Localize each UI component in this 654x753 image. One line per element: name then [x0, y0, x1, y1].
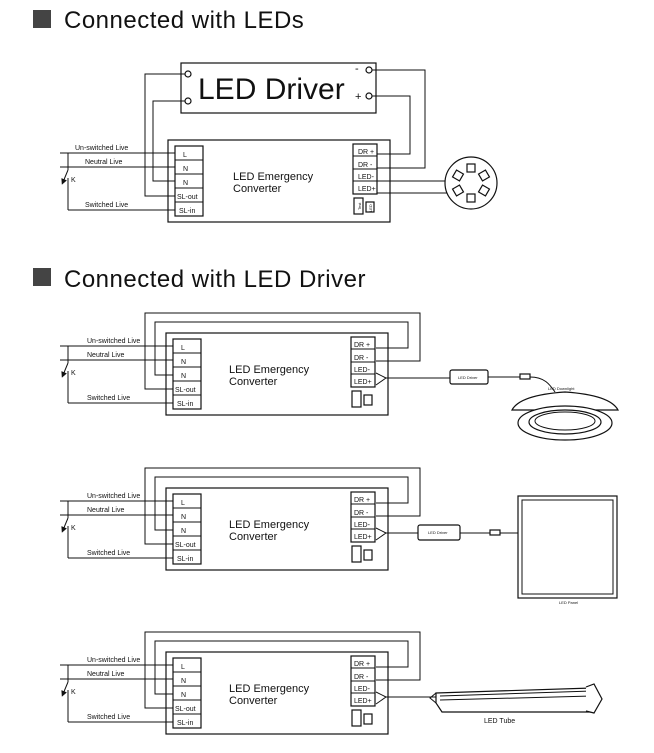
svg-text:LED-: LED- [354, 367, 371, 374]
svg-text:DR +: DR + [354, 661, 370, 668]
led-ring [444, 156, 498, 210]
svg-text:Switched Live: Switched Live [87, 395, 130, 402]
svg-text:L: L [181, 664, 185, 671]
section-title-leds: Connected with LEDs [64, 7, 304, 34]
led-mark: LED [368, 204, 373, 212]
svg-text:K: K [71, 370, 76, 377]
terminal-sl-in: SL-in [179, 208, 195, 215]
svg-text:Switched Live: Switched Live [87, 550, 130, 557]
svg-text:N: N [181, 692, 186, 699]
svg-text:LED Emergency: LED Emergency [229, 364, 310, 376]
led-driver-box [180, 62, 377, 114]
svg-text:LED Driver: LED Driver [428, 530, 448, 535]
section-square [33, 268, 51, 286]
svg-text:LED-: LED- [354, 522, 371, 529]
terminal-sl-out: SL-out [177, 194, 198, 201]
svg-text:SL-out: SL-out [175, 706, 196, 713]
terminal-n: N [183, 166, 188, 173]
svg-text:SL-out: SL-out [175, 387, 196, 394]
svg-text:SL-out: SL-out [175, 542, 196, 549]
svg-text:SL-in: SL-in [177, 556, 193, 563]
downlight-label: LED Downlight [548, 386, 575, 391]
svg-text:LED-: LED- [354, 686, 371, 693]
svg-text:Converter: Converter [229, 376, 278, 388]
svg-text:Switched Live: Switched Live [87, 714, 130, 721]
unswitched-live-label: Un-switched Live [75, 145, 128, 152]
test-mark: Test [357, 202, 362, 210]
svg-text:LED Emergency: LED Emergency [229, 683, 310, 695]
svg-text:DR -: DR - [354, 510, 369, 517]
svg-text:L: L [181, 345, 185, 352]
downlight [510, 391, 620, 441]
svg-text:LED+: LED+ [354, 379, 372, 386]
svg-text:Converter: Converter [229, 695, 278, 707]
svg-text:DR +: DR + [354, 342, 370, 349]
led-tube [429, 683, 603, 714]
driver-plus: + [355, 91, 361, 103]
svg-text:Un-switched Live: Un-switched Live [87, 493, 140, 500]
svg-text:K: K [71, 525, 76, 532]
switched-live-label: Switched Live [85, 202, 128, 209]
svg-text:Converter: Converter [229, 531, 278, 543]
svg-text:LED+: LED+ [354, 534, 372, 541]
svg-text:DR -: DR - [354, 674, 369, 681]
svg-text:N: N [181, 373, 186, 380]
converter-name: LED Emergency [233, 171, 314, 183]
svg-text:LED+: LED+ [354, 698, 372, 705]
converter-name-2: Converter [233, 183, 282, 195]
svg-text:L: L [181, 500, 185, 507]
terminal-l: L [183, 152, 187, 159]
svg-text:Neutral Live: Neutral Live [87, 671, 124, 678]
led-panel [517, 495, 618, 599]
svg-text:SL-in: SL-in [177, 720, 193, 727]
svg-text:N: N [181, 528, 186, 535]
terminal-led-minus: LED- [358, 174, 375, 181]
section-square [33, 10, 51, 28]
svg-text:N: N [181, 359, 186, 366]
svg-text:K: K [71, 689, 76, 696]
svg-text:N: N [181, 678, 186, 685]
svg-text:DR +: DR + [354, 497, 370, 504]
terminal-n: N [183, 180, 188, 187]
svg-text:LED Driver: LED Driver [458, 375, 478, 380]
svg-text:Neutral Live: Neutral Live [87, 352, 124, 359]
svg-text:Neutral Live: Neutral Live [87, 507, 124, 514]
led-panel-label: LED Panel [559, 600, 578, 605]
svg-text:DR -: DR - [354, 355, 369, 362]
svg-text:N: N [181, 514, 186, 521]
terminal-dr-plus: DR + [358, 149, 374, 156]
terminal-led-plus: LED+ [358, 186, 376, 193]
led-tube-label: LED Tube [484, 718, 515, 725]
driver-minus: - [355, 63, 359, 75]
switch-k-label: K [71, 177, 76, 184]
svg-text:Un-switched Live: Un-switched Live [87, 657, 140, 664]
neutral-live-label: Neutral Live [85, 159, 122, 166]
svg-text:Un-switched Live: Un-switched Live [87, 338, 140, 345]
section-title-driver: Connected with LED Driver [64, 266, 366, 293]
svg-text:LED Emergency: LED Emergency [229, 519, 310, 531]
led-driver-label: LED Driver [198, 73, 345, 106]
svg-text:SL-in: SL-in [177, 401, 193, 408]
terminal-dr-minus: DR - [358, 162, 373, 169]
